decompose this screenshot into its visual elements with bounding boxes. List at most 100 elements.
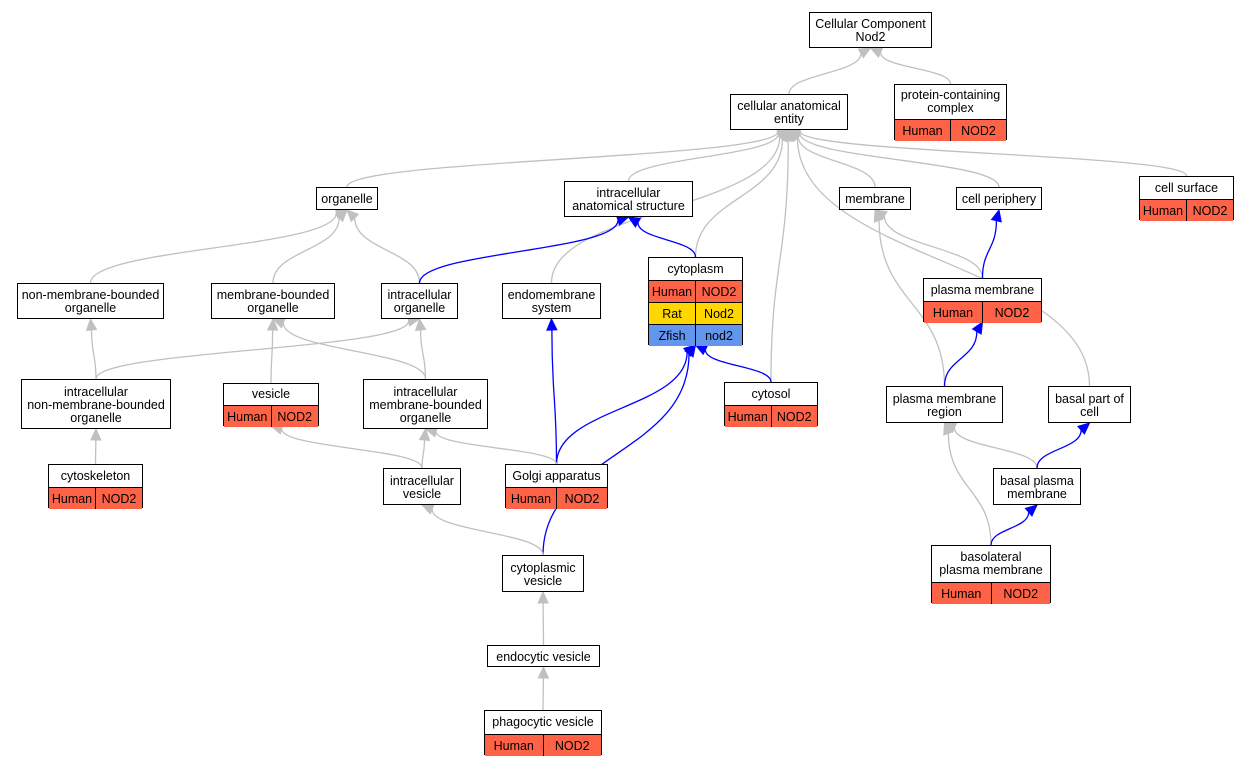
node-title-line: basal plasma [1000, 473, 1074, 488]
edge-line [788, 53, 862, 95]
node-title-line: intracellular [393, 384, 458, 399]
edge-line [798, 132, 1000, 188]
node-organelle: organelle [316, 187, 378, 210]
node-title-line: organelle [70, 410, 122, 425]
edge-line [555, 352, 688, 465]
edge-line [947, 433, 992, 546]
edge-line [637, 222, 697, 258]
edge-line [953, 427, 1038, 469]
node-title-line: cytoplasm [667, 261, 724, 276]
edge-endovesicle-to-cytovesicle [537, 590, 549, 646]
edge-line [878, 220, 946, 387]
node-title-line: endocytic vesicle [496, 649, 591, 664]
edge-line [990, 512, 1030, 546]
edge-line [419, 329, 427, 380]
edge-organelle-to-cae [346, 125, 791, 188]
node-title-line: vesicle [523, 573, 563, 588]
node-title-line: organelle [321, 192, 373, 206]
species-label: Human [902, 123, 943, 138]
edge-line [90, 329, 97, 380]
node-title: Golgi apparatus [506, 465, 607, 487]
gene-label: NOD2 [95, 488, 142, 509]
node-title-line: organelle [399, 410, 452, 425]
gene-label: NOD2 [990, 583, 1051, 604]
edge-line [799, 130, 1188, 177]
edge-blpm-to-bpm [990, 504, 1038, 546]
edge-cytoskeleton-to-inmbo [90, 427, 102, 465]
edge-cytosol-to-cytoplasm [694, 344, 772, 383]
edge-line [551, 329, 558, 465]
edge-cytovesicle-to-iv [420, 504, 544, 556]
node-title-line: protein-containing [900, 88, 1001, 102]
species-label: Human [932, 305, 974, 320]
node-title-line: intracellular [64, 384, 128, 399]
annotation-row-human: Human NOD2 [485, 734, 601, 756]
node-title-line: cell periphery [961, 192, 1037, 206]
gene-label: NOD2 [542, 735, 602, 756]
node-title-line: cellular anatomical [737, 99, 841, 113]
edge-basalpart-to-cae [788, 129, 1091, 387]
edge-arrowhead [869, 47, 884, 58]
edge-arrowhead [537, 665, 550, 679]
gene-label: NOD2 [770, 406, 818, 427]
gene-label: NOD2 [695, 281, 742, 302]
edge-phagovesicle-to-endovesicle [537, 665, 550, 711]
edge-arrowhead [873, 208, 885, 223]
node-title-line: cell [1080, 404, 1099, 419]
node-title: vesicle [224, 384, 318, 405]
edge-pmr-to-pm [943, 320, 984, 387]
edge-arrowhead [684, 344, 697, 358]
edge-line [270, 329, 274, 384]
node-title-line: plasma membrane [892, 391, 997, 406]
species-label: Rat [662, 306, 682, 321]
node-title: phagocytic vesicle [485, 711, 601, 734]
edge-arrowhead [1077, 422, 1091, 435]
edge-line [883, 215, 984, 279]
edge-iv-to-vesicle [269, 423, 423, 469]
node-title-line: cytosol [751, 386, 791, 401]
species-label: Human [493, 738, 534, 753]
species-label: Human [651, 284, 693, 299]
edge-mbo-to-organelle [272, 209, 348, 284]
species-label: Human [941, 586, 982, 601]
edge-ias-to-cae [627, 127, 791, 182]
species-label: Human [727, 409, 768, 424]
species-label: Human [1142, 203, 1184, 218]
edge-line [770, 140, 789, 383]
node-title-line: organelle [393, 301, 446, 315]
node-title-line: plasma membrane [930, 282, 1035, 297]
node-title-line: cell surface [1154, 180, 1219, 195]
species-label: Human [510, 491, 552, 506]
node-title: cell surface [1140, 177, 1233, 199]
node-title: endocytic vesicle [488, 646, 599, 668]
edge-arrowhead [782, 128, 794, 142]
edge-line [282, 322, 427, 380]
edge-imbo-to-mbo [271, 317, 427, 380]
node-title: organelle [317, 188, 377, 211]
edge-pm-to-cellperiph [981, 208, 1002, 279]
node-title-line: membrane-bounded [369, 397, 482, 412]
edge-inmbo-to-nmbo [85, 317, 98, 380]
node-title: membrane [840, 188, 910, 211]
edge-arrowhead [971, 320, 984, 335]
node-membrane: membrane [839, 187, 911, 210]
